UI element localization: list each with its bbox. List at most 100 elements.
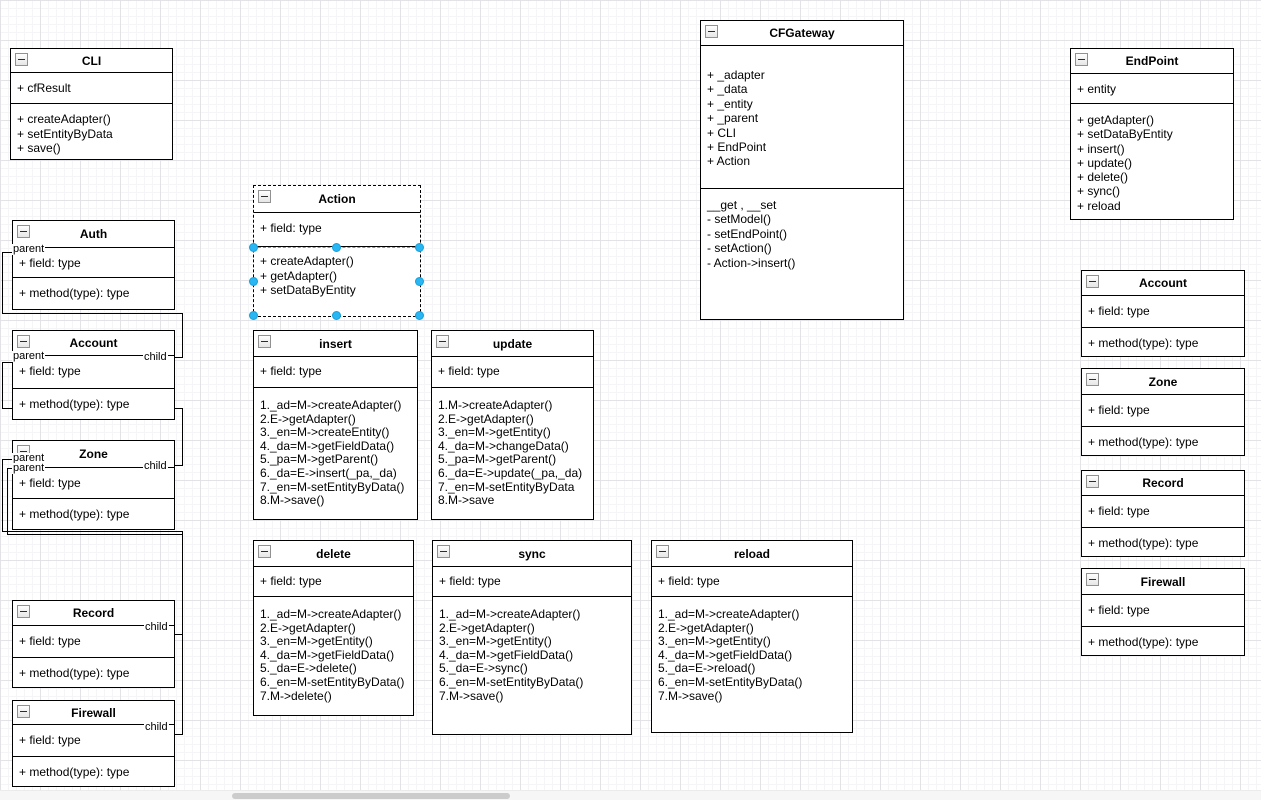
edge-label-child[interactable]: child — [144, 721, 169, 733]
methods-compartment[interactable]: + method(type): type — [1082, 328, 1244, 356]
edge-label-parent[interactable]: parent — [12, 452, 46, 464]
attributes-compartment[interactable]: + field: type — [1082, 496, 1244, 528]
methods-compartment[interactable]: 1._ad=M->createAdapter() 2.E->getAdapter… — [433, 597, 631, 734]
selection-handle-mid-right[interactable] — [415, 277, 424, 286]
methods-compartment[interactable]: + createAdapter() + setEntityByData + sa… — [11, 104, 172, 159]
edge-label-parent[interactable]: parent — [12, 350, 46, 362]
methods-compartment[interactable]: + method(type): type — [13, 499, 174, 529]
methods-compartment[interactable]: + method(type): type — [13, 757, 174, 786]
class-firewall-left[interactable]: Firewall + field: type + method(type): t… — [12, 700, 175, 787]
class-record-header[interactable]: Record — [13, 601, 174, 626]
attributes-compartment[interactable]: + field: type — [254, 357, 417, 388]
methods-compartment[interactable]: __get , __set - setModel() - setEndPoint… — [701, 189, 903, 319]
class-zone-header[interactable]: Zone — [13, 441, 174, 468]
edge-label-parent[interactable]: parent — [12, 243, 46, 255]
attributes-compartment[interactable]: + field: type — [13, 626, 174, 658]
attributes-compartment[interactable]: + field: type — [13, 248, 174, 278]
methods-compartment[interactable]: + method(type): type — [13, 278, 174, 309]
class-auth[interactable]: Auth + field: type + method(type): type — [12, 220, 175, 310]
class-reload[interactable]: reload + field: type 1._ad=M->createAdap… — [651, 540, 853, 733]
collapse-icon[interactable] — [1075, 53, 1088, 66]
class-account-left[interactable]: Account + field: type + method(type): ty… — [12, 330, 175, 420]
class-record-left[interactable]: Record + field: type + method(type): typ… — [12, 600, 175, 688]
methods-compartment[interactable]: + getAdapter() + setDataByEntity + inser… — [1071, 104, 1233, 219]
attributes-compartment[interactable]: + field: type — [1082, 595, 1244, 627]
class-delete[interactable]: delete + field: type 1._ad=M->createAdap… — [253, 540, 414, 716]
selection-handle-mid-left[interactable] — [249, 277, 258, 286]
class-cfgateway[interactable]: CFGateway + _adapter + _data + _entity +… — [700, 20, 904, 320]
class-reload-header[interactable]: reload — [652, 541, 852, 567]
methods-compartment[interactable]: 1._ad=M->createAdapter() 2.E->getAdapter… — [652, 597, 852, 732]
horizontal-scrollbar[interactable] — [0, 790, 1261, 800]
selection-handle-bottom-center[interactable] — [332, 311, 341, 320]
attributes-compartment[interactable]: + field: type — [13, 725, 174, 757]
attributes-compartment[interactable]: + entity — [1071, 74, 1233, 104]
collapse-icon[interactable] — [258, 545, 271, 558]
methods-compartment[interactable]: + method(type): type — [1082, 427, 1244, 455]
class-action-header[interactable]: Action — [254, 186, 420, 213]
class-endpoint-header[interactable]: EndPoint — [1071, 49, 1233, 74]
horizontal-scrollbar-thumb[interactable] — [232, 793, 510, 799]
methods-compartment[interactable]: 1._ad=M->createAdapter() 2.E->getAdapter… — [254, 388, 417, 519]
attributes-compartment[interactable]: + field: type — [1082, 296, 1244, 328]
class-firewall-header[interactable]: Firewall — [13, 701, 174, 725]
collapse-icon[interactable] — [1086, 373, 1099, 386]
methods-compartment[interactable]: + method(type): type — [1082, 528, 1244, 556]
class-insert-header[interactable]: insert — [254, 331, 417, 357]
collapse-icon[interactable] — [436, 335, 449, 348]
class-delete-header[interactable]: delete — [254, 541, 413, 567]
selection-handle-bottom-left[interactable] — [249, 311, 258, 320]
selection-handle-top-left[interactable] — [249, 243, 258, 252]
attributes-compartment[interactable]: + field: type — [13, 468, 174, 499]
class-cli-header[interactable]: CLI — [11, 49, 172, 73]
edge-label-child[interactable]: child — [144, 621, 169, 633]
class-zone-right[interactable]: Zone + field: type + method(type): type — [1081, 368, 1245, 456]
attributes-compartment[interactable]: + field: type — [432, 357, 593, 388]
class-record-right-header[interactable]: Record — [1082, 471, 1244, 496]
class-firewall-right[interactable]: Firewall + field: type + method(type): t… — [1081, 568, 1245, 656]
attributes-compartment[interactable]: + field: type — [433, 567, 631, 597]
collapse-icon[interactable] — [17, 705, 30, 718]
selection-handle-top-right[interactable] — [415, 243, 424, 252]
methods-compartment[interactable]: + method(type): type — [1082, 627, 1244, 655]
methods-compartment[interactable]: + method(type): type — [13, 389, 174, 419]
methods-compartment[interactable]: 1._ad=M->createAdapter() 2.E->getAdapter… — [254, 597, 413, 715]
class-endpoint[interactable]: EndPoint + entity + getAdapter() + setDa… — [1070, 48, 1234, 220]
methods-compartment[interactable]: + createAdapter() + getAdapter() + setDa… — [254, 247, 420, 316]
collapse-icon[interactable] — [17, 605, 30, 618]
class-account-right[interactable]: Account + field: type + method(type): ty… — [1081, 270, 1245, 357]
attributes-compartment[interactable]: + _adapter + _data + _entity + _parent +… — [701, 46, 903, 189]
class-update[interactable]: update + field: type 1.M->createAdapter(… — [431, 330, 594, 520]
collapse-icon[interactable] — [1086, 475, 1099, 488]
attributes-compartment[interactable]: + field: type — [254, 213, 420, 247]
collapse-icon[interactable] — [17, 335, 30, 348]
collapse-icon[interactable] — [705, 25, 718, 38]
collapse-icon[interactable] — [656, 545, 669, 558]
class-sync-header[interactable]: sync — [433, 541, 631, 567]
class-insert[interactable]: insert + field: type 1._ad=M->createAdap… — [253, 330, 418, 520]
attributes-compartment[interactable]: + field: type — [254, 567, 413, 597]
collapse-icon[interactable] — [1086, 573, 1099, 586]
collapse-icon[interactable] — [1086, 275, 1099, 288]
edge-label-child[interactable]: child — [143, 460, 168, 472]
class-update-header[interactable]: update — [432, 331, 593, 357]
class-auth-header[interactable]: Auth — [13, 221, 174, 248]
selection-handle-top-center[interactable] — [332, 243, 341, 252]
attributes-compartment[interactable]: + field: type — [1082, 395, 1244, 427]
collapse-icon[interactable] — [17, 225, 30, 238]
class-account-header[interactable]: Account — [13, 331, 174, 356]
class-account-right-header[interactable]: Account — [1082, 271, 1244, 296]
attributes-compartment[interactable]: + cfResult — [11, 73, 172, 104]
collapse-icon[interactable] — [258, 190, 271, 203]
edge-label-parent[interactable]: parent — [12, 462, 46, 474]
methods-compartment[interactable]: 1.M->createAdapter() 2.E->getAdapter() 3… — [432, 388, 593, 519]
attributes-compartment[interactable]: + field: type — [652, 567, 852, 597]
methods-compartment[interactable]: + method(type): type — [13, 658, 174, 687]
class-cli[interactable]: CLI + cfResult + createAdapter() + setEn… — [10, 48, 173, 160]
class-cfgateway-header[interactable]: CFGateway — [701, 21, 903, 46]
class-sync[interactable]: sync + field: type 1._ad=M->createAdapte… — [432, 540, 632, 735]
selection-handle-bottom-right[interactable] — [415, 311, 424, 320]
class-zone-right-header[interactable]: Zone — [1082, 369, 1244, 395]
attributes-compartment[interactable]: + field: type — [13, 356, 174, 389]
